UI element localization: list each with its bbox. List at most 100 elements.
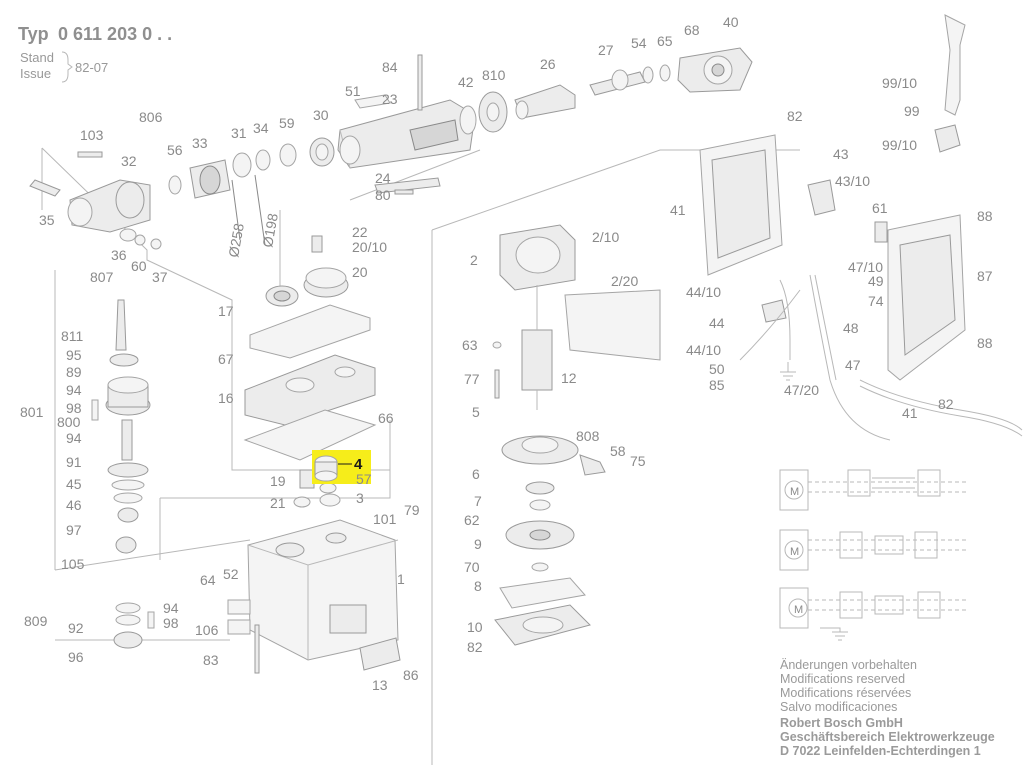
header-block: Typ 0 611 203 0 . . Stand Issue 82-07 bbox=[18, 24, 172, 83]
label-45: 45 bbox=[66, 476, 82, 492]
company-division: Geschäftsbereich Elektrowerkzeuge bbox=[780, 730, 995, 744]
label-82a: 82 bbox=[467, 639, 483, 655]
label-47: 47 bbox=[845, 357, 861, 373]
label-807: 807 bbox=[90, 269, 114, 285]
label-d258: Ø258 bbox=[225, 222, 247, 259]
label-26: 26 bbox=[540, 56, 556, 72]
label-89: 89 bbox=[66, 364, 82, 380]
label-34: 34 bbox=[253, 120, 269, 136]
label-70: 70 bbox=[464, 559, 480, 575]
stand-label: Stand bbox=[20, 50, 54, 65]
label-64: 64 bbox=[200, 572, 216, 588]
label-101: 101 bbox=[373, 511, 397, 527]
label-42: 42 bbox=[458, 74, 474, 90]
label-59: 59 bbox=[279, 115, 295, 131]
label-43: 43 bbox=[833, 146, 849, 162]
label-96: 96 bbox=[68, 649, 84, 665]
left-column-parts bbox=[91, 299, 155, 649]
label-23: 23 bbox=[382, 91, 398, 107]
label-811: 811 bbox=[61, 328, 84, 344]
label-2-10: 2/10 bbox=[592, 229, 619, 245]
label-66: 66 bbox=[378, 410, 394, 426]
label-97: 97 bbox=[66, 522, 82, 538]
label-67: 67 bbox=[218, 351, 234, 367]
company-address: D 7022 Leinfelden-Echterdingen 1 bbox=[780, 744, 981, 758]
typ-label: Typ bbox=[18, 24, 49, 44]
label-75: 75 bbox=[630, 453, 646, 469]
label-46: 46 bbox=[66, 497, 82, 513]
label-30: 30 bbox=[313, 107, 329, 123]
label-2-20: 2/20 bbox=[611, 273, 638, 289]
label-12: 12 bbox=[561, 370, 577, 386]
label-1: 1 bbox=[397, 571, 405, 587]
label-20-10: 20/10 bbox=[352, 239, 387, 255]
label-36: 36 bbox=[111, 247, 127, 263]
label-94b: 94 bbox=[66, 430, 82, 446]
company-name: Robert Bosch GmbH bbox=[780, 716, 903, 730]
label-6: 6 bbox=[472, 466, 480, 482]
motor-column-parts bbox=[492, 224, 661, 646]
label-54: 54 bbox=[631, 35, 647, 51]
label-808: 808 bbox=[576, 428, 600, 444]
label-49: 49 bbox=[868, 273, 884, 289]
highlighted-part-4[interactable]: 4 bbox=[312, 450, 371, 484]
label-60: 60 bbox=[131, 258, 147, 274]
wiring-box-1 bbox=[779, 469, 809, 511]
label-87: 87 bbox=[977, 268, 993, 284]
label-10: 10 bbox=[467, 619, 483, 635]
label-82b: 82 bbox=[787, 108, 803, 124]
label-77: 77 bbox=[464, 371, 480, 387]
motor-symbol-3 bbox=[788, 598, 808, 618]
label-94a: 94 bbox=[66, 382, 82, 398]
label-57: 57 bbox=[356, 471, 372, 487]
label-801: 801 bbox=[20, 404, 44, 420]
label-91: 91 bbox=[66, 454, 82, 470]
label-79: 79 bbox=[404, 502, 420, 518]
label-40: 40 bbox=[723, 14, 739, 30]
label-47-20: 47/20 bbox=[784, 382, 819, 398]
label-99-10b: 99/10 bbox=[882, 137, 917, 153]
center-gearbox-parts bbox=[243, 235, 377, 508]
label-62: 62 bbox=[464, 512, 480, 528]
label-63: 63 bbox=[462, 337, 478, 353]
label-17: 17 bbox=[218, 303, 234, 319]
label-41b: 41 bbox=[902, 405, 918, 421]
motor-letter-1: M bbox=[790, 486, 799, 498]
label-82c: 82 bbox=[938, 396, 954, 412]
label-105: 105 bbox=[61, 556, 85, 572]
label-8: 8 bbox=[474, 578, 482, 594]
label-27: 27 bbox=[598, 42, 614, 58]
label-13: 13 bbox=[372, 677, 388, 693]
label-92: 92 bbox=[68, 620, 84, 636]
label-3: 3 bbox=[356, 490, 364, 506]
label-33: 33 bbox=[192, 135, 208, 151]
label-99-10a: 99/10 bbox=[882, 75, 917, 91]
highlighted-part-label: 4 bbox=[354, 456, 363, 473]
label-5: 5 bbox=[472, 404, 480, 420]
footer-line-2: Modifications reserved bbox=[780, 672, 905, 686]
stand-value: 82-07 bbox=[75, 60, 108, 75]
label-83: 83 bbox=[203, 652, 219, 668]
label-44-10b: 44/10 bbox=[686, 342, 721, 358]
header-brace bbox=[61, 51, 73, 83]
top-row-parts bbox=[29, 47, 753, 250]
motor-letter-3: M bbox=[794, 604, 803, 616]
label-19: 19 bbox=[270, 473, 286, 489]
label-9: 9 bbox=[474, 536, 482, 552]
main-housing bbox=[227, 519, 401, 674]
label-61: 61 bbox=[872, 200, 888, 216]
label-56: 56 bbox=[167, 142, 183, 158]
label-88a: 88 bbox=[977, 208, 993, 224]
label-84: 84 bbox=[382, 59, 398, 75]
label-106: 106 bbox=[195, 622, 219, 638]
label-20: 20 bbox=[352, 264, 368, 280]
label-74: 74 bbox=[868, 293, 884, 309]
label-44: 44 bbox=[709, 315, 725, 331]
label-98a: 98 bbox=[66, 400, 82, 416]
label-47-10: 47/10 bbox=[848, 259, 883, 275]
motor-symbol-1 bbox=[784, 480, 804, 500]
label-2: 2 bbox=[470, 252, 478, 268]
label-88b: 88 bbox=[977, 335, 993, 351]
label-52: 52 bbox=[223, 566, 239, 582]
label-80: 80 bbox=[375, 187, 391, 203]
